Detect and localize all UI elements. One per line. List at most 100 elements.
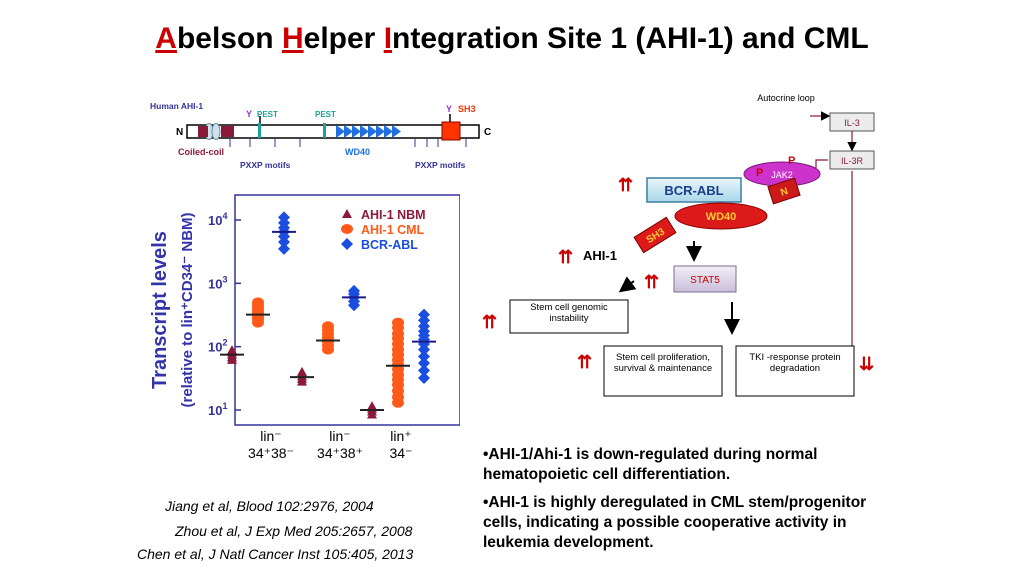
group-label-line: lin⁻ — [329, 428, 351, 444]
group-label-line: lin⁺ — [390, 428, 412, 444]
y-axis-label-sub: (relative to lin⁺CD34⁻ NBM) — [179, 212, 196, 407]
data-point — [418, 364, 430, 377]
phospho-label: P — [756, 167, 763, 179]
n-block-label: N — [779, 186, 789, 199]
bullet-item: •AHI-1/Ahi-1 is down-regulated during no… — [483, 446, 818, 483]
n-terminal-block: N — [767, 177, 801, 205]
pxxp-brackets — [229, 139, 467, 147]
data-point — [418, 372, 430, 385]
data-point — [252, 297, 264, 308]
title-text-1: belson — [176, 22, 282, 55]
pxxp-label: PXXP motifs — [240, 160, 291, 170]
il3r-to-jak2-line — [815, 159, 828, 168]
legend-marker — [341, 224, 353, 234]
jak2-label: JAK2 — [771, 170, 793, 180]
pxxp-label: PXXP motifs — [415, 160, 466, 170]
group-label-1: lin⁻ 34⁺38⁻ — [246, 428, 296, 462]
bcr-abl-box — [646, 177, 742, 203]
data-point — [278, 242, 290, 255]
group-label-line: lin⁻ — [260, 428, 282, 444]
phospho-label: P — [788, 155, 795, 167]
coiled-coil-block — [198, 126, 208, 137]
upregulated-arrows: ⇈ — [482, 312, 497, 332]
wd40-label: WD40 — [345, 147, 370, 157]
group-label-2: lin⁻ 34⁺38⁺ — [308, 428, 372, 462]
pest-label: PEST — [257, 110, 278, 119]
title-text-3: ntegration Site 1 (AHI-1) and CML — [392, 22, 869, 55]
legend-label: BCR-ABL — [361, 238, 418, 252]
y-axis-label-main: Transcript levels — [149, 231, 171, 389]
autocrine-loop-title: Autocrine loop — [757, 93, 815, 103]
downregulated-arrows: ⇊ — [859, 354, 874, 374]
wd40-oval-label: WD40 — [706, 211, 737, 223]
data-point — [227, 345, 237, 355]
data-point — [418, 350, 430, 363]
to-genomic-arrow — [618, 276, 637, 293]
plot-frame — [234, 194, 460, 426]
legend-marker — [341, 238, 353, 250]
data-point — [392, 317, 404, 328]
group-label-line: 34⁺38⁻ — [248, 445, 294, 461]
prolif-box — [603, 345, 723, 397]
n-terminus-label: N — [176, 127, 183, 138]
stat5-label: STAT5 — [690, 275, 720, 286]
upregulated-arrows: ⇈ — [644, 272, 659, 292]
reference-2: Zhou et al, J Exp Med 205:2657, 2008 — [175, 523, 413, 539]
y-site-label: Y — [446, 104, 452, 114]
legend-label: AHI-1 CML — [361, 223, 425, 237]
data-point — [322, 321, 334, 332]
c-terminus-label: C — [484, 127, 491, 138]
bullet-item: •AHI-1 is highly deregulated in CML stem… — [483, 494, 867, 551]
title-text-2: elper — [303, 22, 384, 55]
il3-label: IL-3 — [844, 118, 860, 128]
pest-label: PEST — [315, 110, 336, 119]
sh3-label: SH3 — [458, 104, 476, 114]
bcr-abl-label: BCR-ABL — [664, 183, 723, 198]
upregulated-arrows: ⇈ — [618, 175, 633, 195]
wd40-oval — [674, 202, 768, 230]
protein-schematic: Human AHI-1 N C Coiled-coil Y PEST PEST … — [150, 101, 491, 170]
genomic-box — [509, 299, 629, 334]
pest-mark — [323, 123, 326, 138]
upregulated-arrows: ⇈ — [558, 247, 573, 267]
pest-mark — [258, 123, 261, 138]
group-label-line: 34⁻ — [389, 445, 413, 461]
genomic-text: Stem cell genomic instability — [530, 302, 608, 324]
coiled-coil-block — [221, 126, 234, 137]
slide-title: Abelson Helper Integration Site 1 (AHI-1… — [0, 22, 1024, 56]
prolif-text: Stem cell proliferation, survival & main… — [613, 352, 713, 374]
group-labels: lin⁻ 34⁺38⁻ lin⁻ 34⁺38⁺ lin⁺ 34⁻ — [246, 428, 446, 468]
bullet-list: •AHI-1/Ahi-1 is down-regulated during no… — [483, 445, 878, 561]
title-letter-i: I — [383, 22, 393, 55]
y-tick-label: 102 — [208, 338, 227, 355]
tki-box — [735, 345, 855, 397]
y-tick-label: 104 — [208, 211, 227, 228]
wd40-repeats — [336, 125, 401, 138]
group-label-line: 34⁺38⁺ — [317, 445, 363, 461]
protein-label: Human AHI-1 — [150, 101, 203, 111]
pathway-diagram: Autocrine loop IL-3 IL-3R JAK2 P P BCR-A… — [482, 93, 875, 397]
coiled-coil-helix — [211, 123, 221, 140]
legend-label: AHI-1 NBM — [361, 208, 426, 222]
data-point — [278, 211, 290, 224]
data-point — [297, 366, 307, 376]
reference-3: Chen et al, J Natl Cancer Inst 105:405, … — [137, 546, 414, 562]
data-point — [367, 401, 377, 411]
data-point — [418, 308, 430, 321]
transcript-chart: Transcript levels (relative to lin⁺CD34⁻… — [149, 194, 460, 426]
sh3-domain — [441, 121, 461, 141]
data-point — [348, 284, 360, 297]
legend-marker — [342, 209, 352, 218]
y-tick-label: 101 — [208, 401, 227, 418]
stat5-box — [673, 265, 737, 293]
sh3-block: SH3 — [633, 216, 677, 254]
ahi1-label: AHI-1 — [583, 248, 617, 263]
group-label-3: lin⁺ 34⁻ — [376, 428, 426, 462]
tki-text: TKI -response protein degradation — [749, 352, 841, 374]
data-point — [418, 357, 430, 370]
reference-1: Jiang et al, Blood 102:2976, 2004 — [165, 498, 374, 514]
upregulated-arrows: ⇈ — [577, 352, 592, 372]
y-tick-label: 103 — [208, 274, 227, 291]
il3r-label: IL-3R — [841, 156, 864, 166]
title-letter-h: H — [281, 22, 304, 55]
